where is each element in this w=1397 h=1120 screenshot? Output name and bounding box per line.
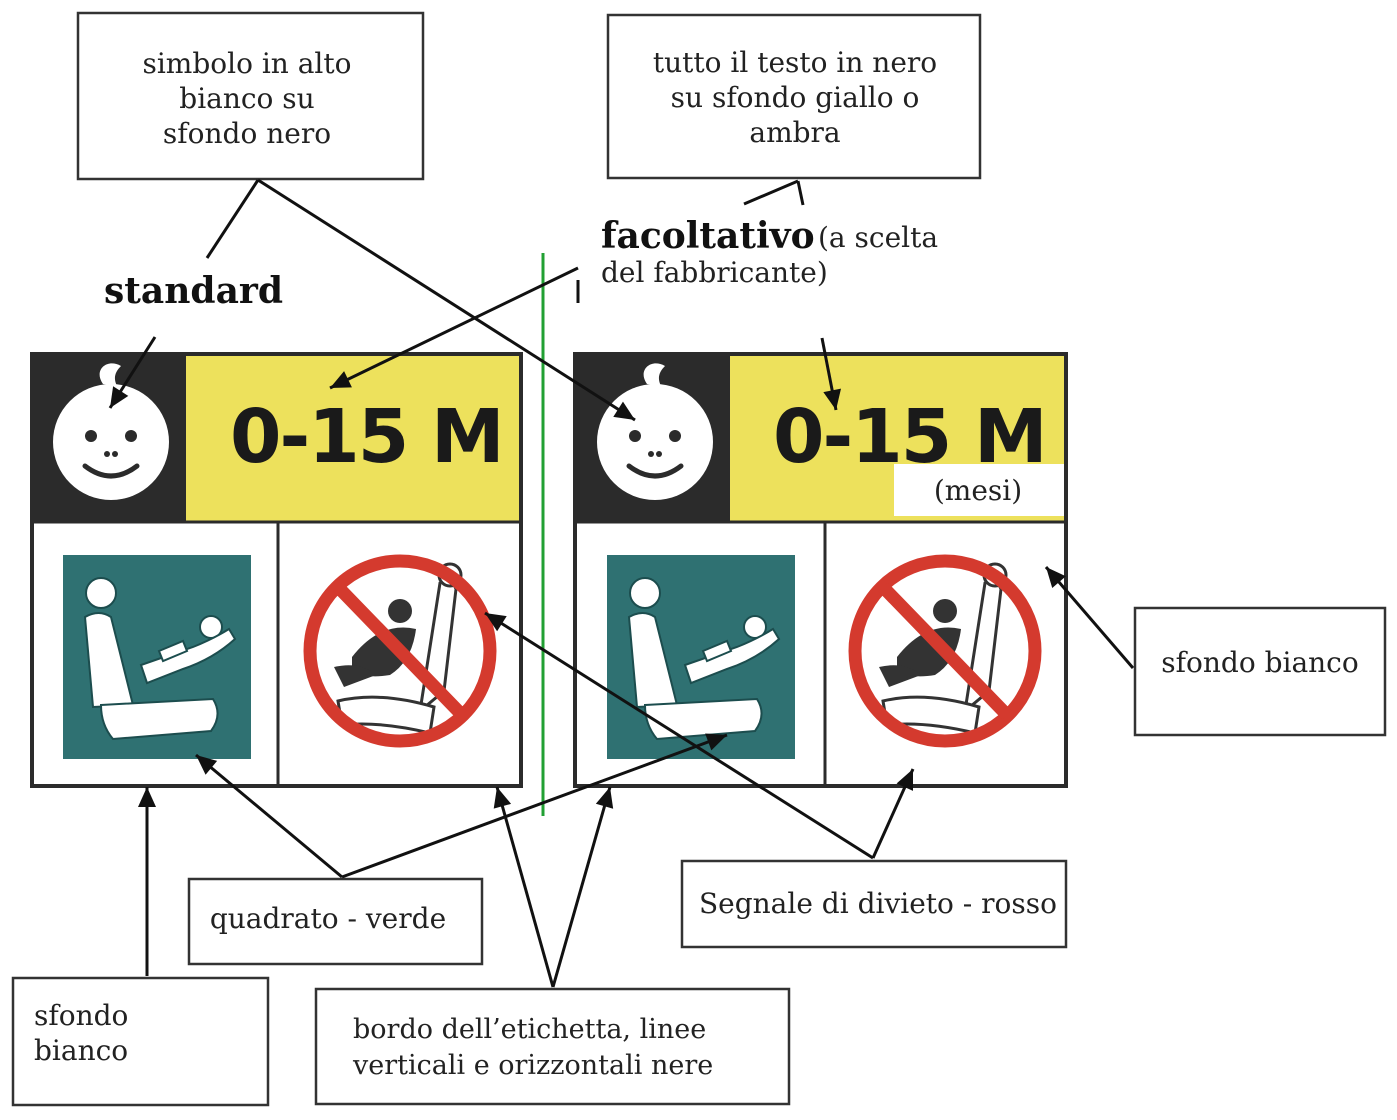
- callout-top-symbol-line-2: bianco su: [179, 82, 314, 115]
- label-optional-unit-box: [894, 464, 1064, 516]
- callout-label-border-line-2: verticali e orizzontali nere: [352, 1050, 713, 1081]
- pointer-lines: [108, 178, 1135, 988]
- callout-white-background-left-line-1: sfondo: [34, 999, 128, 1032]
- callout-label-border-line-1: bordo dell’etichetta, linee: [353, 1014, 706, 1045]
- callout-square-green: quadrato - verde: [187, 877, 484, 966]
- pointer-line: [205, 179, 260, 259]
- heading-optional-note-line-2: del fabbricante): [601, 256, 828, 289]
- label-optional-unit-note: (mesi): [934, 474, 1022, 507]
- heading-optional: facoltativo: [601, 215, 815, 257]
- pointer-line: [495, 786, 555, 988]
- callout-white-background-right: sfondo bianco: [1133, 606, 1387, 737]
- heading-optional-note-line-1: (a scelta: [818, 221, 938, 254]
- pointer-line: [257, 178, 636, 422]
- callout-white-background-left: sfondo bianco: [11, 976, 270, 1107]
- arrowhead: [330, 371, 352, 388]
- callout-label-border: bordo dell’etichetta, linee verticali e …: [314, 987, 791, 1106]
- callout-top-symbol-line-1: simbolo in alto: [142, 47, 351, 80]
- callout-all-text-line-1: tutto il testo in nero: [653, 46, 937, 79]
- pointer-line: [551, 786, 612, 988]
- arrowhead: [705, 733, 727, 751]
- arrowhead: [896, 769, 914, 791]
- rear-facing-seat-icon: [62, 554, 252, 760]
- no-front-airbag-icon: [304, 555, 496, 747]
- callout-all-text-line-3: ambra: [749, 116, 840, 149]
- arrowhead: [138, 787, 156, 807]
- pointer-line: [743, 179, 799, 206]
- pointer-line: [195, 753, 343, 879]
- label-standard-text-cell: [186, 356, 519, 522]
- pointer-line: [1044, 566, 1135, 669]
- label-standard: 0-15 M: [30, 352, 523, 788]
- pointer-line: [329, 266, 579, 390]
- callout-square-green-text: quadrato - verde: [210, 902, 446, 935]
- callout-white-background-left-line-2: bianco: [34, 1034, 128, 1067]
- rear-facing-seat-icon: [606, 554, 796, 760]
- arrowhead: [485, 613, 507, 632]
- no-front-airbag-icon: [849, 555, 1041, 747]
- callout-all-text-line-2: su sfondo giallo o: [671, 81, 920, 114]
- label-optional: 0-15 M (mesi): [573, 352, 1068, 788]
- label-optional-age-range: 0-15 M: [773, 394, 1046, 480]
- arrowhead: [613, 401, 635, 420]
- arrowhead: [493, 787, 512, 809]
- arrowhead: [823, 388, 842, 410]
- pointer-line: [484, 611, 874, 860]
- label-standard-age-range: 0-15 M: [230, 394, 503, 480]
- pointer-line: [341, 733, 728, 879]
- arrowhead: [196, 755, 218, 775]
- heading-standard: standard: [104, 270, 283, 312]
- arrowhead: [110, 386, 129, 408]
- callout-top-symbol: simbolo in alto bianco su sfondo nero: [76, 11, 425, 181]
- callout-white-background-right-text: sfondo bianco: [1161, 646, 1358, 679]
- arrowhead: [595, 787, 614, 809]
- callout-prohibition-red: Segnale di divieto - rosso: [680, 859, 1068, 949]
- arrowhead: [1046, 567, 1066, 589]
- callout-top-symbol-line-3: sfondo nero: [163, 117, 331, 150]
- callout-all-text: tutto il testo in nero su sfondo giallo …: [606, 13, 982, 180]
- callout-prohibition-red-text: Segnale di divieto - rosso: [699, 887, 1057, 920]
- pointer-line: [796, 180, 805, 206]
